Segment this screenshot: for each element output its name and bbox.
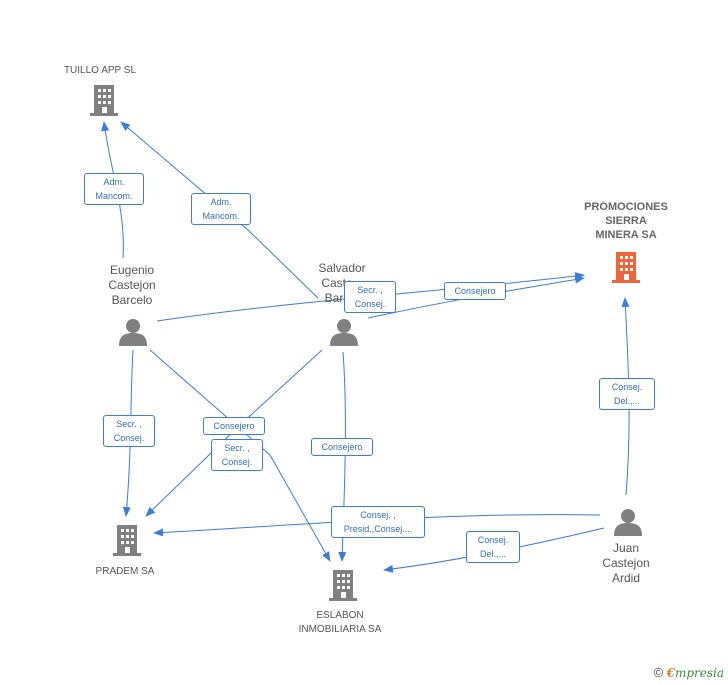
label-line: ESLABON [316,610,364,621]
edge-label-juan-pradem[interactable]: Consej. , Presid.,Consej.... [331,506,425,538]
label-line: Eugenio [109,263,155,277]
label-line: Consej. [477,535,509,545]
label-line: Secr. , [357,285,383,295]
brand-logo-text: mpresia [674,666,724,680]
label-line: Consej. , [360,510,396,520]
edge-label-eugenio-eslabon[interactable]: Secr. , Consej. [211,439,263,471]
label-line: Barcelo [111,293,153,307]
label-line: Adm. [210,197,232,207]
company-label-tuillo: TUILLO APP SL [63,65,137,76]
label-line: Consejero [454,286,496,296]
person-icon [330,319,358,346]
edge-label-eugenio-promociones[interactable]: Consejero [444,282,506,300]
label-line: Del.,... [479,549,506,559]
footer-brand: © €mpresia [654,665,724,680]
copyright-symbol: © [653,665,664,680]
edge-label-salvador-eslabon[interactable]: Consejero [311,438,373,456]
edge-label-juan-promociones[interactable]: Consej. Del.,... [599,378,655,410]
brand-logo-e: € [666,666,675,680]
label-line: Ardid [611,571,640,585]
label-line: Consejero [213,421,255,431]
label-line: Consej. [113,433,145,443]
label-line: Adm. [103,177,125,187]
label-line: Presid.,Consej.... [343,524,413,534]
label-line: Consejero [321,442,363,452]
label-line: PROMOCIONES [584,201,668,213]
edge-salvador-tuillo [120,121,319,299]
company-label-eslabon: ESLABON INMOBILIARIA SA [280,609,400,637]
label-line: Mancom. [95,191,133,201]
brand-logo: €mpresia [667,666,724,680]
label-line: Juan [612,541,640,555]
edge-label-salvador-tuillo[interactable]: Adm. Mancom. [191,193,251,225]
label-line: Salvador [318,261,366,275]
label-line: MINERA SA [595,229,657,241]
label-line: SIERRA [605,215,647,227]
edge-label-juan-eslabon[interactable]: Consej. Del.,... [466,531,520,563]
label-line: INMOBILIARIA SA [298,624,382,635]
person-label-juan: Juan Castejon Ardid [576,541,676,586]
person-icon [119,319,147,346]
building-icon [113,525,141,556]
label-line: Del.,... [613,396,640,406]
building-icon [90,85,118,116]
edge-eugenio-eslabon [149,349,331,562]
person-icon [614,509,642,536]
edges [101,121,630,573]
company-label-promociones: PROMOCIONES SIERRA MINERA SA [566,200,686,242]
label-line: Secr. , [116,419,142,429]
edge-label-eugenio-pradem[interactable]: Secr. , Consej. [103,415,155,447]
company-label-pradem: PRADEM SA [95,566,155,577]
label-line: Consej. [354,299,386,309]
edge-label-eugenio-tuillo[interactable]: Adm. Mancom. [84,173,144,205]
label-line: Consej. [611,382,643,392]
label-line: Castejon [108,278,156,292]
label-line: Consej. [221,457,253,467]
edge-label-salvador-promociones[interactable]: Secr. , Consej. [344,281,396,313]
label-line: Secr. , [224,443,250,453]
building-icon [329,570,357,601]
label-line: Mancom. [202,211,240,221]
building-icon [612,252,640,283]
label-line: Castejon [602,556,650,570]
person-label-eugenio: Eugenio Castejon Barcelo [82,263,182,308]
edge-label-salvador-pradem[interactable]: Consejero [203,417,265,435]
